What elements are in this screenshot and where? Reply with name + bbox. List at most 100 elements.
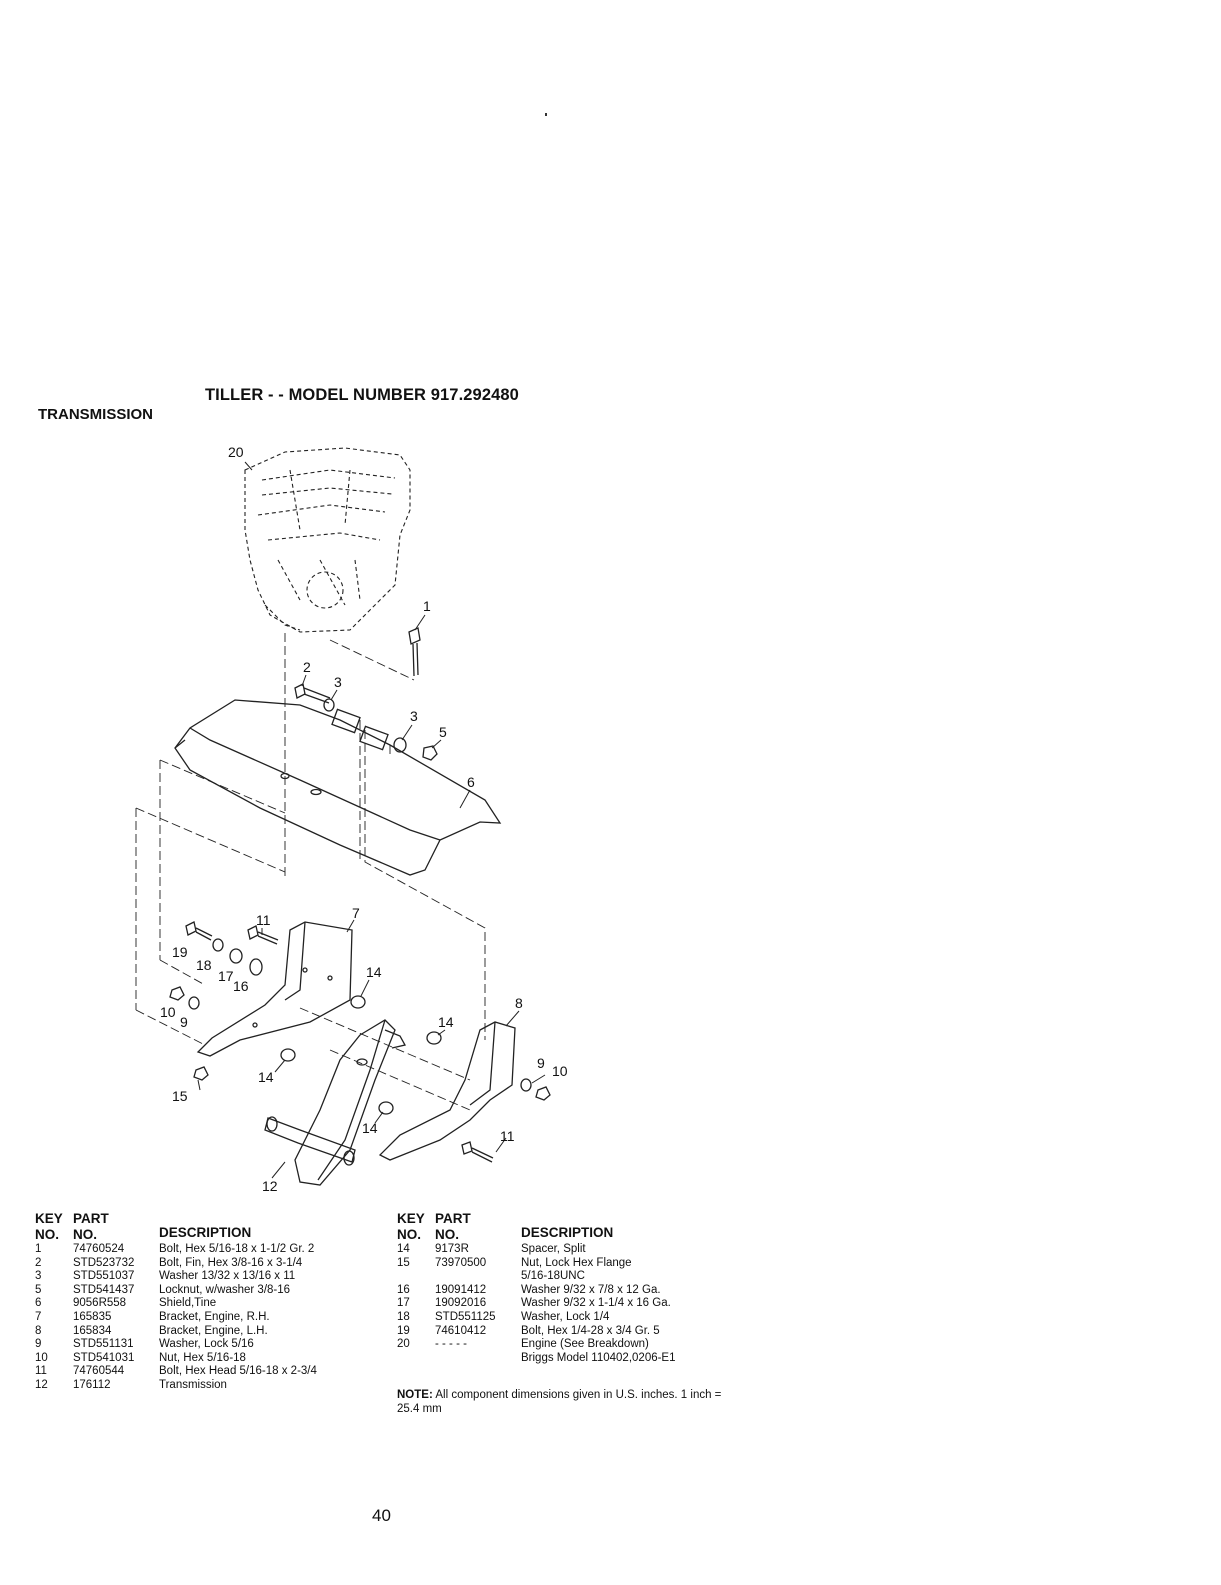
part-description: Bolt, Hex 1/4-28 x 3/4 Gr. 5: [521, 1324, 660, 1337]
key-no: 2: [35, 1256, 42, 1269]
callout-14b: 14: [438, 1014, 454, 1030]
callout-9a: 9: [180, 1014, 188, 1030]
part-description: Nut, Lock Hex Flange: [521, 1256, 632, 1269]
part-description: Bracket, Engine, R.H.: [159, 1310, 270, 1323]
alignment-lines: [135, 633, 486, 1111]
table-header-bottom: NO. NO. DESCRIPTION: [35, 1225, 375, 1243]
key-no: 18: [397, 1310, 410, 1323]
part-description: Briggs Model 110402,0206-E1: [521, 1351, 676, 1364]
part-no: 74610412: [435, 1324, 487, 1337]
callout-14a: 14: [366, 964, 382, 980]
part-description: Washer 9/32 x 1-1/4 x 16 Ga.: [521, 1297, 671, 1310]
part-description: Nut, Hex 5/16-18: [159, 1351, 246, 1364]
table-row: 10 STD541031 Nut, Hex 5/16-18: [35, 1352, 375, 1366]
tine-shield-drawing: [174, 699, 502, 876]
key-no: 19: [397, 1324, 410, 1337]
callout-11a: 11: [256, 912, 271, 928]
callout-17: 17: [218, 968, 234, 984]
table-row: Briggs Model 110402,0206-E1: [397, 1352, 737, 1366]
key-no: 8: [35, 1324, 42, 1337]
table-row: 7 165835 Bracket, Engine, R.H.: [35, 1311, 375, 1325]
header-part-no: NO.: [435, 1227, 460, 1242]
part-no: STD551037: [73, 1270, 135, 1283]
callout-10a: 10: [160, 1004, 176, 1020]
part-no: STD541437: [73, 1283, 135, 1296]
part-no: 9173R: [435, 1243, 469, 1255]
part-no: - - - - -: [435, 1338, 467, 1351]
callout-3b: 3: [410, 708, 418, 724]
part-no: 74760544: [73, 1365, 125, 1378]
callout-3a: 3: [334, 674, 342, 690]
table-row: 15 73970500 Nut, Lock Hex Flange: [397, 1257, 737, 1271]
callout-5: 5: [439, 724, 447, 740]
key-no: 11: [35, 1365, 47, 1378]
key-no: 5: [35, 1283, 42, 1296]
part-description: Shield,Tine: [159, 1297, 217, 1310]
part-description: Engine (See Breakdown): [521, 1338, 649, 1351]
part-no: 19092016: [435, 1297, 487, 1310]
bracket-lh-drawing: [378, 1021, 516, 1161]
part-description: Bolt, Hex Head 5/16-18 x 2-3/4: [159, 1365, 317, 1378]
part-description: Bolt, Fin, Hex 3/8-16 x 3-1/4: [159, 1256, 303, 1269]
key-no: 15: [397, 1256, 410, 1269]
header-key-no: NO.: [397, 1227, 422, 1242]
header-key: KEY: [397, 1211, 425, 1226]
key-no: 7: [35, 1310, 42, 1323]
washer-3-drawing: [393, 737, 407, 753]
part-no: 165835: [73, 1310, 112, 1323]
part-no: STD523732: [73, 1256, 135, 1269]
table-row: 19 74610412 Bolt, Hex 1/4-28 x 3/4 Gr. 5: [397, 1325, 737, 1339]
callout-20: 20: [228, 444, 244, 460]
note-text: All component dimensions given in U.S. i…: [397, 1389, 722, 1415]
table-header-bottom: NO. NO. DESCRIPTION: [397, 1225, 737, 1243]
callout-1: 1: [423, 598, 431, 614]
bracket-rh-drawing: [196, 921, 353, 1057]
part-description: Washer 9/32 x 7/8 x 12 Ga.: [521, 1283, 661, 1296]
callout-9b: 9: [537, 1055, 545, 1071]
table-row: 17 19092016 Washer 9/32 x 1-1/4 x 16 Ga.: [397, 1297, 737, 1311]
page-title: TILLER - - MODEL NUMBER 917.292480: [205, 386, 519, 404]
key-no: 17: [397, 1297, 410, 1310]
callout-11b: 11: [500, 1128, 515, 1144]
part-no: STD551131: [73, 1338, 134, 1351]
part-description: Spacer, Split: [521, 1243, 586, 1255]
diagram-callouts: 20 1 2 3 3 5 6 7 11 19 18 17 16 14 8 14 …: [160, 444, 568, 1194]
part-description: Bolt, Hex 5/16-18 x 1-1/2 Gr. 2: [159, 1243, 315, 1255]
header-description: DESCRIPTION: [521, 1225, 614, 1240]
header-part-no: NO.: [73, 1227, 98, 1242]
part-description: Washer 13/32 x 13/16 x 11: [159, 1270, 296, 1283]
scan-speck: [545, 113, 547, 116]
dimensions-note: NOTE: All component dimensions given in …: [397, 1389, 727, 1416]
part-no: 9056R558: [73, 1297, 127, 1310]
table-row: 5/16-18UNC: [397, 1270, 737, 1284]
callout-19: 19: [172, 944, 188, 960]
callout-16: 16: [233, 978, 249, 994]
callout-14c: 14: [258, 1069, 274, 1085]
callout-7: 7: [352, 905, 360, 921]
key-no: 10: [35, 1351, 48, 1364]
part-description: Locknut, w/washer 3/8-16: [159, 1283, 291, 1296]
callout-10b: 10: [552, 1063, 568, 1079]
callout-12: 12: [262, 1178, 278, 1194]
table-header-top: KEY PART: [35, 1211, 375, 1227]
locknut-5-drawing: [422, 745, 438, 761]
callout-2: 2: [303, 659, 311, 675]
part-no: 73970500: [435, 1256, 487, 1269]
engine-drawing: [244, 447, 411, 633]
table-row: 5 STD541437 Locknut, w/washer 3/8-16: [35, 1284, 375, 1298]
part-no: STD541031: [73, 1351, 135, 1364]
part-description: Washer, Lock 1/4: [521, 1310, 610, 1323]
callout-8: 8: [515, 995, 523, 1011]
page-number: 40: [372, 1506, 391, 1525]
header-key-no: NO.: [35, 1227, 60, 1242]
section-title: TRANSMISSION: [38, 406, 154, 423]
callout-leaders: [197, 461, 546, 1179]
